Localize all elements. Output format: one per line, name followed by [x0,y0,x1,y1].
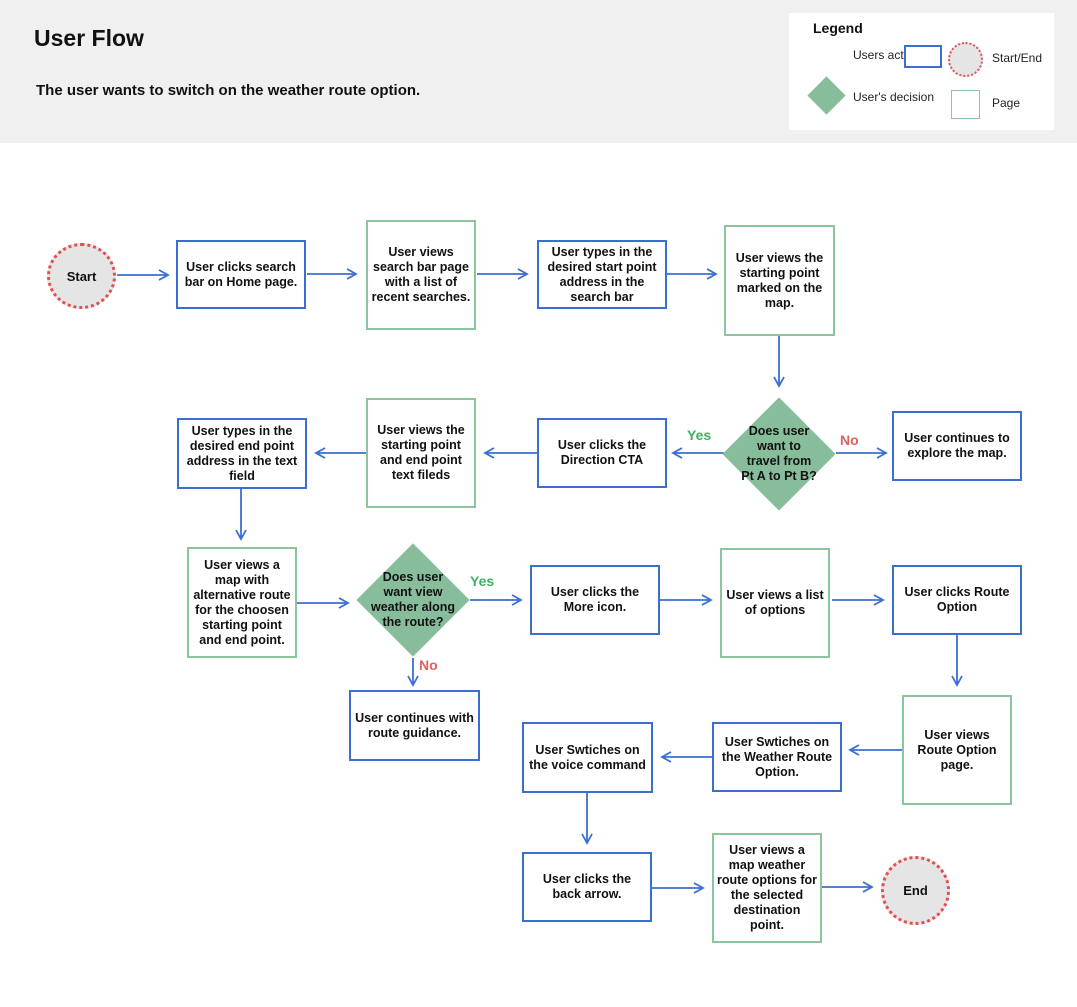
page-subtitle: The user wants to switch on the weather … [36,82,421,99]
step-click-direction-cta: User clicks the Direction CTA [537,418,667,488]
step-click-route-option: User clicks Route Option [892,565,1022,635]
legend-users-action-label: Users act [853,48,904,62]
step-explore-map: User continues to explore the map. [892,411,1022,481]
step-switch-voice-command: User Swtiches on the voice command [522,722,653,793]
page-start-point-map: User views the starting point marked on … [724,225,835,336]
page-weather-route-options: User views a map weather route options f… [712,833,822,943]
legend-title: Legend [813,20,863,36]
decision-text: Does user want to travel from Pt A to Pt… [741,424,817,483]
decision-text: Does user want view weather along the ro… [370,570,456,629]
page-title: User Flow [34,25,144,51]
step-click-back-arrow: User clicks the back arrow. [522,852,652,922]
legend-action-swatch [904,45,942,68]
legend-start-end-swatch [948,42,983,77]
step-switch-weather-route: User Swtiches on the Weather Route Optio… [712,722,842,792]
d2-yes-label: Yes [470,573,495,589]
decision-view-weather: Does user want view weather along the ro… [355,542,471,658]
start-node: Start [47,243,116,309]
page-options-list: User views a list of options [720,548,830,658]
page-search-bar-recent: User views search bar page with a list o… [366,220,476,330]
legend-decision-label: User's decision [853,90,934,104]
d1-no-label: No [840,432,859,448]
legend-page-swatch [951,90,980,119]
step-type-end-point: User types in the desired end point addr… [177,418,307,489]
page-route-option: User views Route Option page. [902,695,1012,805]
legend-page-label: Page [992,96,1021,110]
page-alternative-route-map: User views a map with alternative route … [187,547,297,658]
decision-travel-a-to-b: Does user want to travel from Pt A to Pt… [721,396,837,512]
step-click-more-icon: User clicks the More icon. [530,565,660,635]
step-type-start-point: User types in the desired start point ad… [537,240,667,309]
step-click-search-bar: User clicks search bar on Home page. [176,240,306,309]
page-start-end-fields: User views the starting point and end po… [366,398,476,508]
legend-start-end-label: Start/End [992,51,1043,65]
step-route-guidance: User continues with route guidance. [349,690,480,761]
d1-yes-label: Yes [687,427,712,443]
legend: Legend Users act Start/End User's decisi… [789,13,1054,130]
end-node: End [881,856,950,925]
d2-no-label: No [419,657,438,673]
